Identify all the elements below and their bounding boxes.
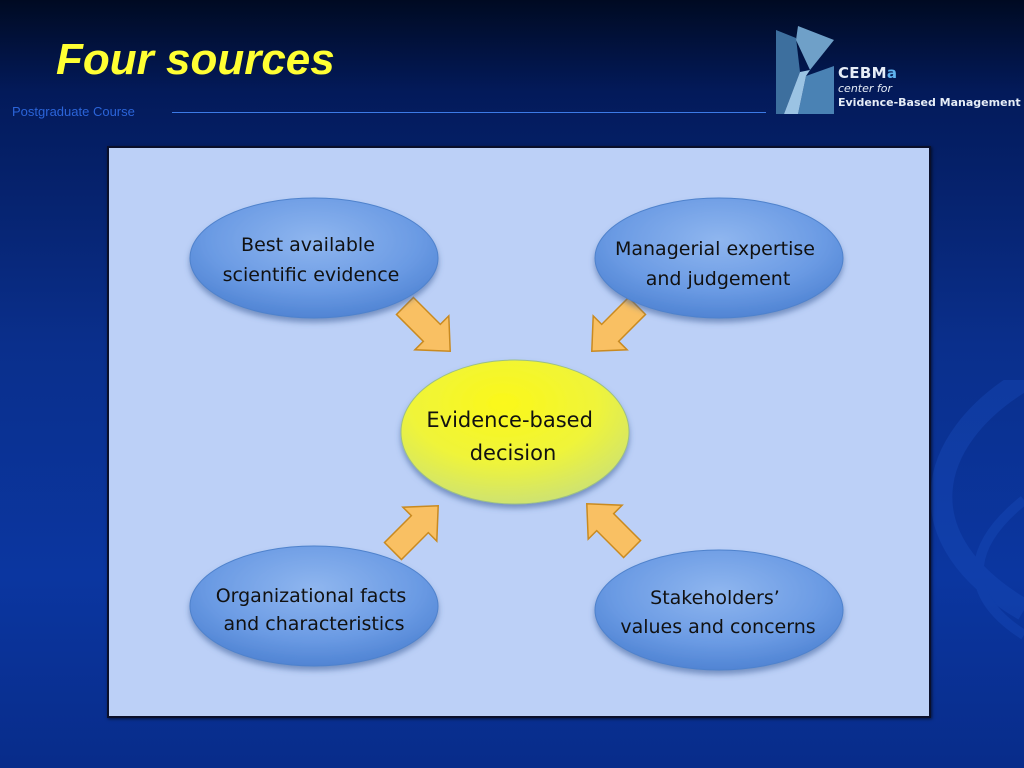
diagram-panel: Best available scientific evidence Manag…	[107, 146, 931, 718]
center-evidence-based-decision: Evidence-based decision	[400, 359, 630, 505]
course-subtitle: Postgraduate Course	[12, 104, 135, 119]
center-label-line: Evidence-based	[426, 408, 593, 432]
cebma-tagline-1: center for	[838, 82, 893, 95]
slide-title: Four sources	[56, 35, 335, 84]
source-label-line: scientific evidence	[223, 264, 400, 286]
source-managerial-expertise: Managerial expertise and judgement	[594, 197, 844, 319]
cebma-logo-text: CEBMa center for Evidence-Based Manageme…	[838, 64, 1021, 110]
arrow-bottom-right	[586, 503, 642, 559]
source-organizational-facts: Organizational facts and characteristics	[189, 545, 439, 667]
four-sources-diagram: Best available scientific evidence Manag…	[189, 197, 844, 671]
source-label-line: and characteristics	[223, 613, 404, 635]
cebma-logo-mark	[776, 26, 834, 114]
svg-text:Best available scien: Best available scientific evidence	[223, 234, 400, 286]
arrow-bottom-left	[383, 505, 439, 561]
source-label-line: values and concerns	[620, 616, 815, 638]
background-swoosh	[930, 380, 1024, 640]
source-label-line: Organizational facts	[216, 585, 407, 607]
source-label-line: Best available	[241, 234, 375, 256]
source-label-line: and judgement	[646, 268, 791, 290]
cebma-brand: CEBMa	[838, 64, 898, 82]
source-label-line: Stakeholders’	[650, 587, 780, 609]
svg-text:Organizational facts: Organizational facts and characteristics	[216, 585, 413, 635]
svg-text:Stakeholders’ values: Stakeholders’ values and concerns	[620, 587, 815, 638]
arrow-top-right	[591, 296, 647, 352]
header-rule	[172, 112, 766, 113]
svg-text:Evidence-based decis: Evidence-based decision	[426, 408, 599, 465]
center-label-line: decision	[470, 441, 557, 465]
cebma-tagline-2: Evidence-Based Management	[838, 96, 1021, 109]
source-scientific-evidence: Best available scientific evidence	[189, 197, 439, 319]
source-stakeholders-values: Stakeholders’ values and concerns	[594, 549, 844, 671]
arrow-top-left	[395, 296, 451, 352]
cebma-logo: CEBMa center for Evidence-Based Manageme…	[776, 26, 1021, 118]
svg-text:Managerial expertise: Managerial expertise and judgement	[615, 238, 821, 290]
source-label-line: Managerial expertise	[615, 238, 815, 260]
